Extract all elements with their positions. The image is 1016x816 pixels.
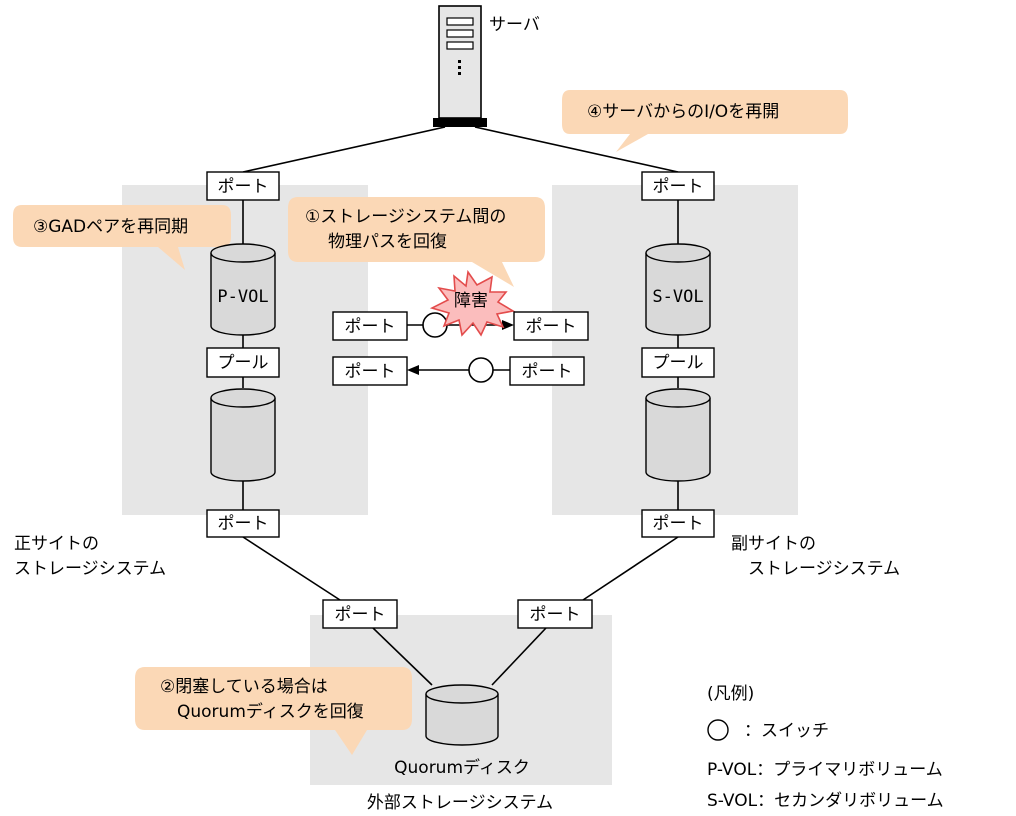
pvol-cylinder-icon: P-VOL: [210, 243, 276, 336]
secondary-site-label-line2: ストレージシステム: [748, 559, 900, 579]
secondary-site-label-line1: 副サイトの: [731, 534, 816, 554]
port-secondary-link-1: ポート: [513, 311, 589, 341]
switch-icon: [468, 357, 494, 383]
server-label: サーバ: [489, 15, 540, 35]
svg-text:ポート: ポート: [530, 605, 581, 625]
port-secondary-top: ポート: [641, 171, 715, 201]
legend-svol-text: S-VOL：セカンダリボリューム: [707, 791, 944, 811]
svg-text:ポート: ポート: [335, 605, 386, 625]
legend-title: (凡例): [707, 684, 754, 704]
port-primary-bottom: ポート: [206, 509, 280, 538]
secondary-pool-volume-icon: [645, 388, 711, 482]
svg-text:ポート: ポート: [653, 177, 704, 197]
legend: (凡例) ：スイッチ P-VOL：プライマリボリューム S-VOL：セカンダリボ…: [707, 684, 944, 811]
svol-label: S-VOL: [652, 287, 703, 307]
svg-text:ポート: ポート: [345, 362, 396, 382]
port-primary-link-1: ポート: [332, 311, 408, 341]
failure-label: 障害: [454, 291, 488, 311]
step2-text-line1: ②閉塞している場合は: [160, 677, 328, 697]
step1-callout: ①ストレージシステム間の 物理パスを回復: [288, 197, 545, 287]
svg-text:ポート: ポート: [218, 514, 269, 534]
svg-text:ポート: ポート: [522, 362, 573, 382]
switch-icon: [422, 312, 448, 338]
legend-pvol-text: P-VOL：プライマリボリューム: [707, 760, 943, 780]
svg-text:ポート: ポート: [526, 317, 577, 337]
legend-switch-text: ：スイッチ: [744, 721, 829, 741]
quorum-cylinder-icon: [425, 684, 499, 746]
step4-callout: ④サーバからのI/Oを再開: [562, 90, 848, 152]
svol-cylinder-icon: S-VOL: [645, 243, 711, 336]
svg-text:ポート: ポート: [653, 514, 704, 534]
step1-text-line1: ①ストレージシステム間の: [305, 207, 506, 227]
svg-text:プール: プール: [218, 353, 269, 373]
step2-callout: ②閉塞している場合は Quorumディスクを回復: [135, 667, 412, 755]
svg-text:プール: プール: [653, 353, 704, 373]
arrow-head-left: [407, 365, 419, 375]
primary-site-label-line2: ストレージシステム: [14, 559, 166, 579]
step3-callout: ③GADペアを再同期: [13, 205, 231, 270]
step2-text-line2: Quorumディスクを回復: [177, 701, 364, 722]
svg-text:ポート: ポート: [345, 317, 396, 337]
port-primary-link-2: ポート: [332, 356, 408, 386]
port-primary-top: ポート: [206, 171, 280, 201]
quorum-label: Quorumディスク: [394, 757, 530, 778]
step1-text-line2: 物理パスを回復: [328, 232, 447, 252]
port-external-right: ポート: [517, 599, 593, 629]
external-site-label: 外部ストレージシステム: [367, 793, 553, 813]
step3-text: ③GADペアを再同期: [33, 217, 188, 237]
svg-text:ポート: ポート: [218, 177, 269, 197]
port-external-left: ポート: [322, 599, 398, 629]
pool-primary: プール: [206, 347, 280, 378]
server-icon: [433, 5, 487, 127]
step4-text: ④サーバからのI/Oを再開: [587, 102, 779, 122]
pvol-label: P-VOL: [217, 287, 268, 307]
arrow-head-right: [502, 320, 514, 330]
failure-burst-icon: 障害: [429, 269, 516, 337]
legend-switch-icon: [707, 719, 729, 741]
port-secondary-link-2: ポート: [509, 356, 585, 386]
primary-site-label-line1: 正サイトの: [14, 534, 99, 554]
primary-pool-volume-icon: [210, 388, 276, 482]
pool-secondary: プール: [641, 347, 715, 378]
port-secondary-bottom: ポート: [641, 509, 715, 538]
